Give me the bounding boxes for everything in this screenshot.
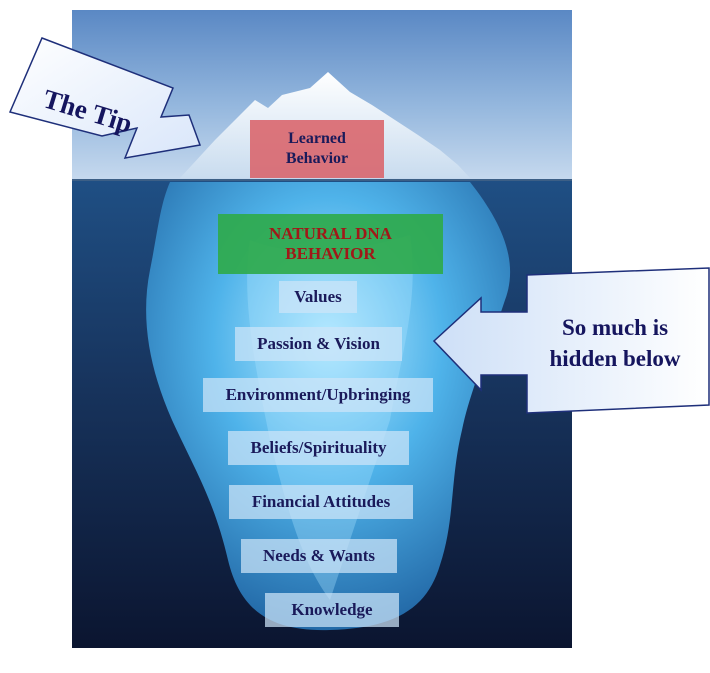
- values-text: Values: [294, 287, 342, 306]
- beliefs-spirituality-label: Beliefs/Spirituality: [228, 431, 409, 465]
- tip-arrow-shape: [8, 37, 202, 159]
- passion-vision-text: Passion & Vision: [257, 334, 380, 353]
- beliefs-spirituality-text: Beliefs/Spirituality: [250, 438, 387, 457]
- hidden-callout-line-2: hidden below: [549, 346, 681, 371]
- environment-upbringing-label: Environment/Upbringing: [203, 378, 433, 412]
- hidden-callout: So much is hidden below: [530, 312, 700, 374]
- knowledge-label: Knowledge: [265, 593, 399, 627]
- hidden-callout-line-1: So much is: [561, 315, 669, 340]
- financial-attitudes-text: Financial Attitudes: [251, 492, 391, 511]
- passion-vision-label: Passion & Vision: [235, 327, 402, 361]
- financial-attitudes-label: Financial Attitudes: [229, 485, 413, 519]
- values-label: Values: [279, 281, 357, 313]
- learned-behavior-line-2: Behavior: [285, 150, 349, 167]
- environment-upbringing-text: Environment/Upbringing: [225, 385, 411, 404]
- learned-behavior-label: Learned Behavior: [250, 120, 384, 178]
- learned-behavior-line-1: Learned: [288, 130, 346, 147]
- needs-wants-text: Needs & Wants: [262, 546, 376, 565]
- natural-dna-line-2: BEHAVIOR: [285, 244, 376, 263]
- natural-dna-behavior-label: NATURAL DNA BEHAVIOR: [218, 214, 443, 274]
- needs-wants-label: Needs & Wants: [241, 539, 397, 573]
- knowledge-text: Knowledge: [291, 600, 373, 619]
- hidden-arrow-shape: [432, 267, 710, 414]
- natural-dna-line-1: NATURAL DNA: [269, 224, 392, 243]
